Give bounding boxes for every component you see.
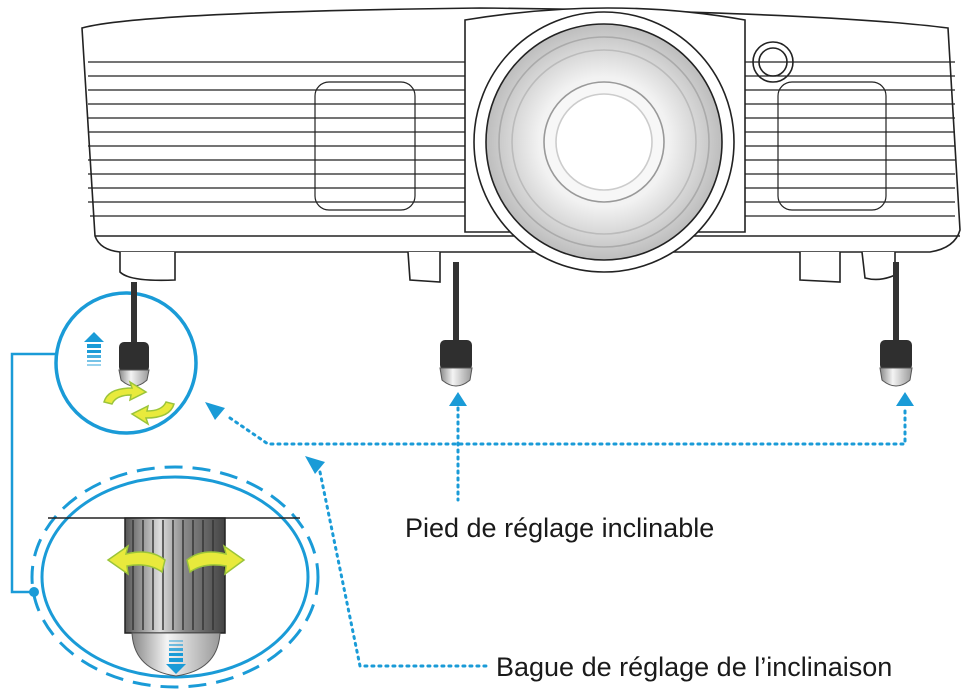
right-vent-grille xyxy=(745,61,955,217)
callout-connector xyxy=(10,352,57,597)
tilt-ring-label: Bague de réglage de l’inclinaison xyxy=(496,652,893,682)
up-arrow-icon xyxy=(84,332,104,366)
down-arrow-icon xyxy=(166,640,186,674)
curved-arrow-right-icon xyxy=(186,544,246,576)
rotate-arrows-icon xyxy=(103,380,175,426)
left-vent-grille xyxy=(88,61,470,217)
curved-arrow-left-icon xyxy=(106,544,166,576)
left-foot-callout xyxy=(54,282,198,435)
tilt-foot-label: Pied de réglage inclinable xyxy=(405,513,715,543)
right-tilt-foot xyxy=(879,262,913,387)
foot-pointer-lines xyxy=(228,406,907,502)
pointer-arrowheads xyxy=(205,392,914,474)
ring-callout xyxy=(30,465,320,689)
lens xyxy=(473,11,735,273)
center-tilt-foot xyxy=(439,262,473,387)
ring-pointer-line xyxy=(318,470,490,668)
projector xyxy=(81,7,961,283)
